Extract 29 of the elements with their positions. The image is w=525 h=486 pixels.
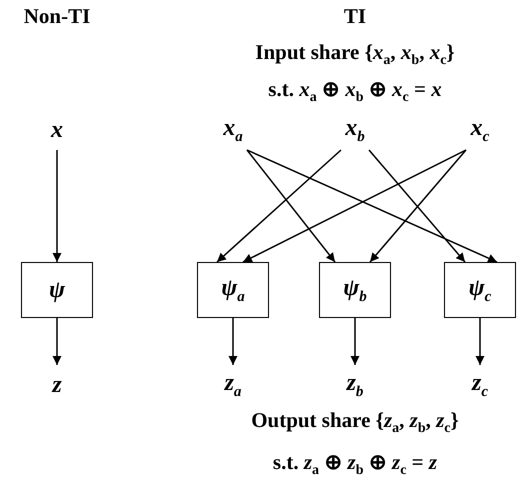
column-heading: Non-TI: [24, 4, 90, 29]
function-box: [319, 262, 391, 318]
variable-label: x$_{a}$: [213, 113, 253, 147]
variable-label: x$_{b}$: [335, 113, 375, 147]
function-box: [444, 262, 516, 318]
variable-label: z$_{c}$: [460, 368, 500, 402]
caption-text: s.t. z$_{a}$ ⊕ z$_{b}$ ⊕ z$_{c}$ = z: [272, 450, 438, 480]
caption-text: Input share {x$_{a}$, x$_{b}$, x$_{c}$}: [255, 40, 455, 70]
function-box: [197, 262, 269, 318]
function-label: ψ$_{c}$: [468, 274, 492, 306]
arrow: [476, 318, 484, 365]
function-label: ψ$_{a}$: [221, 274, 245, 306]
arrow: [52, 150, 62, 262]
caption-text: s.t. x$_{a}$ ⊕ x$_{b}$ ⊕ x$_{c}$ = x: [268, 77, 442, 106]
arrow: [52, 318, 62, 365]
arrow: [228, 318, 238, 365]
arrow: [246, 150, 336, 262]
arrow: [216, 149, 342, 263]
variable-label: z: [40, 368, 74, 402]
function-label: ψ$_{b}$: [343, 274, 367, 306]
function-label: ψ: [48, 276, 66, 304]
variable-label: z$_{a}$: [213, 368, 253, 402]
caption-text: Output share {z$_{a}$, z$_{b}$, z$_{c}$}: [251, 408, 459, 438]
function-box: [21, 262, 93, 318]
column-heading: TI: [344, 4, 366, 29]
variable-label: z$_{b}$: [335, 368, 375, 402]
variable-label: x: [40, 113, 74, 147]
variable-label: x$_{c}$: [460, 113, 500, 147]
arrow: [350, 318, 360, 365]
